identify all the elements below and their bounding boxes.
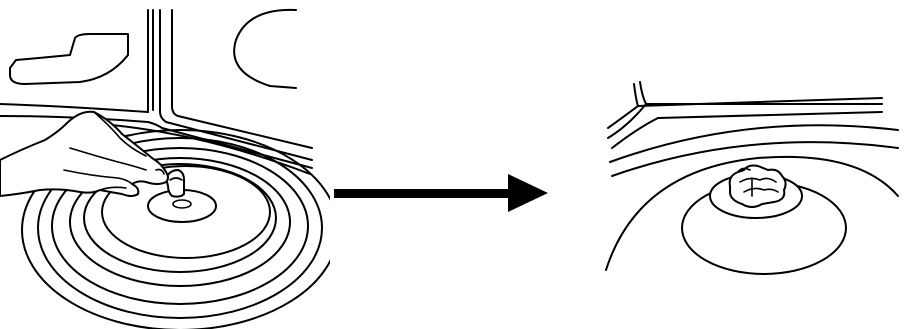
cavity-corner-line-2 xyxy=(640,82,646,104)
step-1-drawing xyxy=(0,0,330,329)
cavity-corner-line-1 xyxy=(634,84,638,106)
step-1-illustration xyxy=(0,0,330,329)
door-seal-curve xyxy=(234,10,296,88)
step-2-drawing xyxy=(598,0,915,329)
step-2-illustration xyxy=(598,0,915,329)
arrow-shaft xyxy=(334,189,510,198)
drive-coupler-piece xyxy=(166,170,184,197)
arrow-head xyxy=(508,174,548,212)
cavity-floor-line-1 xyxy=(0,104,148,112)
cavity-corner-line-4 xyxy=(172,10,312,148)
right-arrow-icon xyxy=(334,168,548,218)
cavity-opening-outline xyxy=(10,34,128,84)
step-arrow xyxy=(334,168,548,218)
cavity-floor-line-2 xyxy=(608,104,882,138)
